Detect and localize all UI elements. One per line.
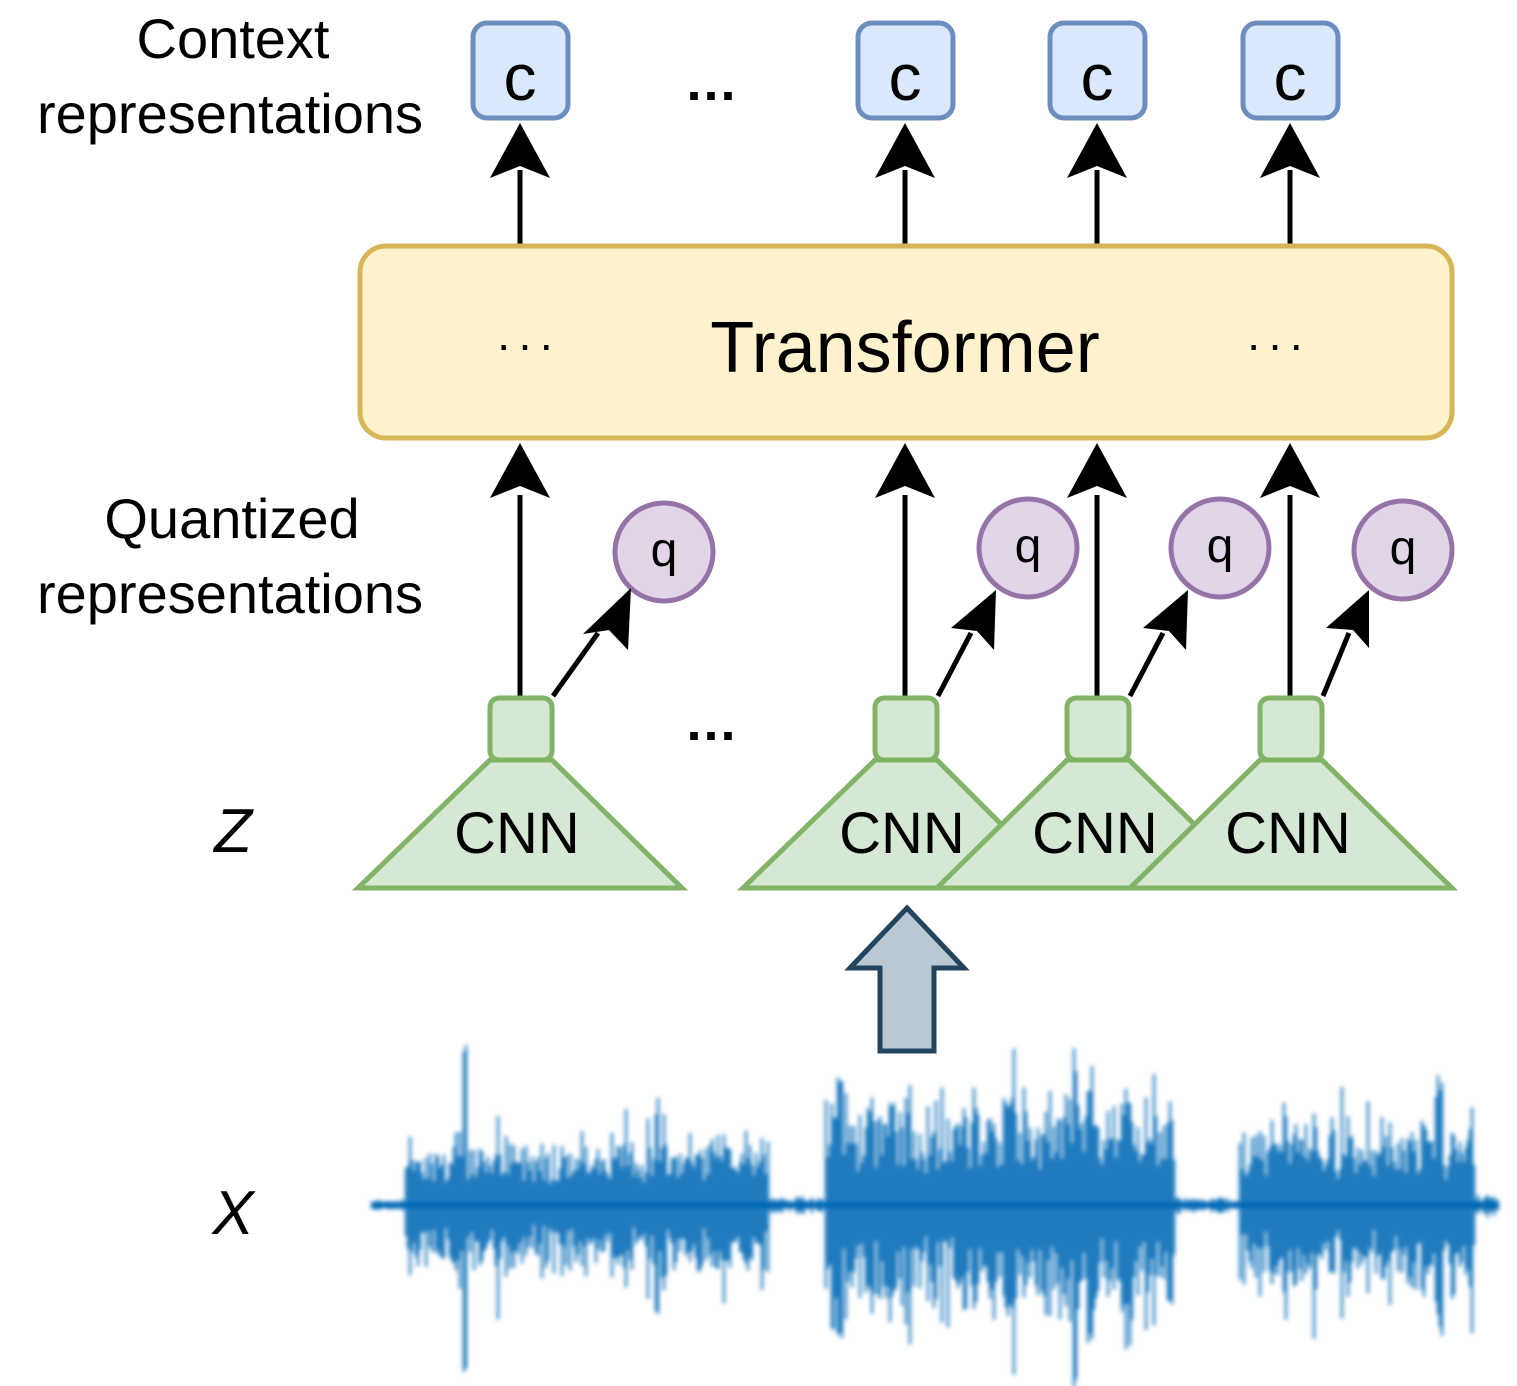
quantized-node-label: q xyxy=(1015,520,1042,573)
cnn-label: CNN xyxy=(839,801,965,866)
input-arrow xyxy=(844,904,970,1054)
quantized-label-line1: Quantized xyxy=(104,487,359,550)
context-arrowheads xyxy=(490,123,1320,178)
context-node-label: c xyxy=(1274,40,1307,114)
context-label-line2: representations xyxy=(37,82,423,145)
quantized-label-line2: representations xyxy=(37,562,423,625)
transformer-input-arrowheads xyxy=(490,443,1320,498)
context-node-label: c xyxy=(504,40,537,114)
z-label: Z xyxy=(212,797,254,866)
context-node-label: c xyxy=(889,40,922,114)
quantized-node-label: q xyxy=(1207,520,1234,573)
context-ellipsis: ... xyxy=(686,52,737,112)
context-label-line1: Context xyxy=(137,7,330,70)
transformer-block: Transformer ··· ··· xyxy=(357,243,1455,441)
cnn-label: CNN xyxy=(1032,801,1158,866)
x-label: X xyxy=(210,1179,256,1248)
cnn-encoder: CNN xyxy=(1123,695,1459,891)
transformer-label: Transformer xyxy=(710,308,1099,388)
context-arrows xyxy=(517,170,1293,246)
context-node: c xyxy=(855,20,956,121)
quantized-node: q xyxy=(1168,496,1272,600)
quantized-node: q xyxy=(1351,498,1455,602)
context-node-label: c xyxy=(1081,40,1114,114)
quantized-node: q xyxy=(976,496,1080,600)
context-node: c xyxy=(1047,20,1148,121)
cnn-encoder: CNN xyxy=(351,695,689,891)
transformer-left-dots: ··· xyxy=(496,318,560,370)
context-node: c xyxy=(470,20,571,121)
audio-waveform xyxy=(370,1045,1500,1386)
quantized-node-label: q xyxy=(1390,522,1417,575)
cnn-label: CNN xyxy=(1225,801,1351,866)
quantized-arrows xyxy=(550,631,1352,698)
quantized-arrowheads xyxy=(583,588,1369,650)
context-node: c xyxy=(1240,20,1341,121)
quantized-node: q xyxy=(612,500,716,604)
transformer-input-arrows xyxy=(517,495,1293,696)
transformer-right-dots: ··· xyxy=(1246,318,1310,370)
cnn-label: CNN xyxy=(454,801,580,866)
quantized-node-label: q xyxy=(651,524,678,577)
encoder-ellipsis: ... xyxy=(686,692,737,752)
